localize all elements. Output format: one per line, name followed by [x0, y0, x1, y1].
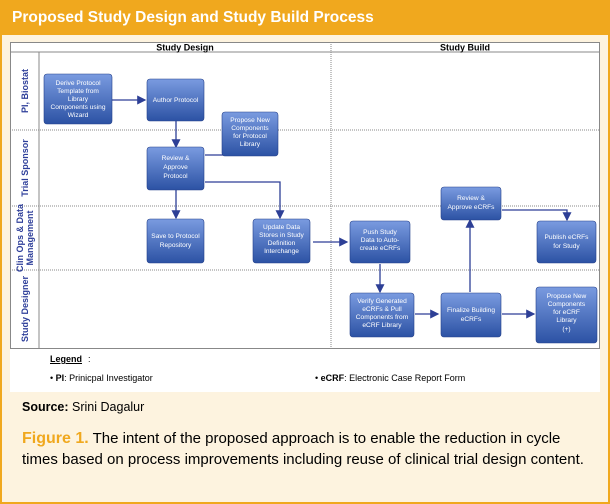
- svg-text:Library: Library: [556, 317, 577, 324]
- svg-text:Author Protocol: Author Protocol: [153, 97, 199, 104]
- box-author-protocol: Author Protocol: [146, 78, 205, 122]
- svg-text:eCRF Library: eCRF Library: [362, 322, 402, 329]
- legend-bullet-ecrf: •: [315, 373, 321, 383]
- legend-colon: :: [88, 354, 91, 364]
- box-review-approve-protocol: Review & Approve Protocol: [146, 146, 205, 191]
- grid-border: [10, 42, 600, 349]
- svg-text:Library: Library: [240, 141, 261, 148]
- svg-text:Propose New: Propose New: [547, 293, 587, 300]
- lane-label-pi: PI, Biostat: [20, 69, 30, 113]
- column-header-design: Study Design: [156, 43, 214, 53]
- box-finalize-building-ecrfs: Finalize Building eCRFs: [440, 292, 502, 338]
- svg-text:create eCRFs: create eCRFs: [360, 245, 401, 252]
- source-name: Srini Dagalur: [72, 400, 145, 414]
- swimlane-grid: [10, 42, 600, 349]
- box-publish-ecrfs: Publish eCRFs for Study: [536, 220, 597, 264]
- legend-pi-text: : Prinicpal Investigator: [64, 373, 153, 383]
- svg-text:Approve: Approve: [163, 164, 188, 171]
- svg-text:Data to Auto-: Data to Auto-: [361, 237, 400, 244]
- box-propose-ecrf-components: Propose New Components for eCRF Library …: [535, 286, 598, 344]
- process-diagram: Study Design Study Build PI, Biostat Tri…: [10, 42, 600, 349]
- source-line: Source: Srini Dagalur: [22, 400, 144, 414]
- svg-text:Components using: Components using: [51, 104, 106, 111]
- svg-text:Interchange: Interchange: [264, 248, 299, 255]
- legend-item-pi: • PI: Prinicpal Investigator: [50, 373, 153, 383]
- svg-text:Approve eCRFs: Approve eCRFs: [448, 204, 496, 211]
- svg-text:Save to Protocol: Save to Protocol: [151, 233, 200, 240]
- legend-pi-abbr: PI: [55, 373, 65, 383]
- legend-ecrf-abbr: eCRF: [320, 373, 345, 383]
- svg-text:for eCRF: for eCRF: [553, 309, 580, 316]
- svg-text:eCRFs: eCRFs: [461, 316, 482, 323]
- svg-text:Components: Components: [548, 301, 586, 308]
- svg-text:Finalize Building: Finalize Building: [447, 307, 495, 314]
- svg-text:Definition: Definition: [268, 240, 296, 247]
- source-label: Source:: [22, 400, 69, 414]
- box-review-approve-ecrfs: Review & Approve eCRFs: [440, 186, 502, 221]
- svg-text:Push Study: Push Study: [363, 229, 397, 236]
- svg-text:Stores in Study: Stores in Study: [259, 232, 304, 239]
- connectors: [112, 95, 572, 319]
- svg-text:Propose New: Propose New: [230, 117, 270, 124]
- svg-text:for Study: for Study: [553, 243, 580, 250]
- svg-text:(+): (+): [562, 326, 570, 333]
- legend-bullet-pi: •: [50, 373, 56, 383]
- figure-number: Figure 1.: [22, 430, 89, 447]
- svg-text:for Protocol: for Protocol: [233, 133, 267, 140]
- svg-text:Derive Protocol: Derive Protocol: [55, 80, 101, 87]
- box-update-data-stores: Update Data Stores in Study Definition I…: [252, 218, 311, 264]
- lane-label-sponsor: Trial Sponsor: [20, 139, 30, 197]
- legend-ecrf-text: : Electronic Case Report Form: [344, 373, 466, 383]
- column-header-build: Study Build: [440, 43, 490, 53]
- svg-text:Repository: Repository: [160, 242, 192, 249]
- svg-text:Update Data: Update Data: [263, 224, 300, 231]
- svg-text:Library: Library: [68, 96, 89, 103]
- figure-caption: Figure 1. The intent of the proposed app…: [22, 428, 592, 470]
- caption-text: The intent of the proposed approach is t…: [22, 430, 584, 468]
- figure-title: Proposed Study Design and Study Build Pr…: [12, 9, 374, 26]
- title-bar: Proposed Study Design and Study Build Pr…: [2, 2, 608, 35]
- svg-text:Publish eCRFs: Publish eCRFs: [545, 234, 590, 241]
- diagram-panel: Study Design Study Build PI, Biostat Tri…: [10, 42, 600, 392]
- box-derive-template: Derive Protocol Template from Library Co…: [43, 73, 113, 125]
- box-propose-protocol-components: Propose New Components for Protocol Libr…: [221, 111, 279, 157]
- svg-text:Verify Generated: Verify Generated: [357, 298, 407, 305]
- svg-text:Review &: Review &: [457, 195, 485, 202]
- svg-text:Components from: Components from: [356, 314, 409, 321]
- arrow-review-to-publish: [502, 209, 572, 222]
- box-verify-generated-ecrfs: Verify Generated eCRFs & Pull Components…: [349, 292, 415, 338]
- svg-text:eCRFs & Pull: eCRFs & Pull: [362, 306, 402, 313]
- lane-label-clinops-2: Management: [25, 210, 35, 265]
- svg-text:Protocol: Protocol: [163, 173, 188, 180]
- svg-text:Components: Components: [231, 125, 269, 132]
- svg-text:Review &: Review &: [162, 155, 190, 162]
- svg-text:Template from: Template from: [57, 88, 99, 95]
- arrow-review-to-update: [205, 181, 285, 220]
- legend-title: Legend: [50, 354, 83, 364]
- legend-item-ecrf: • eCRF: Electronic Case Report Form: [315, 373, 465, 383]
- svg-text:Wizard: Wizard: [68, 112, 89, 119]
- lane-label-designer: Study Designer: [20, 275, 30, 342]
- box-save-protocol: Save to Protocol Repository: [146, 218, 205, 264]
- box-push-study-data: Push Study Data to Auto- create eCRFs: [349, 220, 411, 264]
- lane-label-clinops-1: Clin Ops & Data: [15, 203, 25, 272]
